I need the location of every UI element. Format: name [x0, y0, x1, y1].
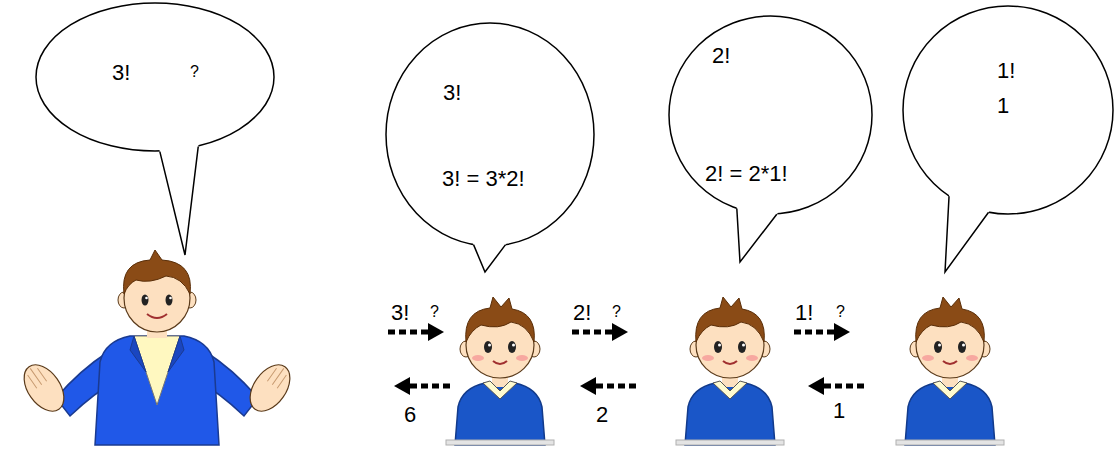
request-arrow — [572, 323, 628, 341]
bubble-outline — [668, 15, 873, 215]
reply-arrow — [394, 377, 450, 395]
arrow-label: 3! — [391, 302, 409, 324]
request-arrow — [794, 323, 850, 341]
bubble-text: 3! — [443, 82, 461, 104]
bubble-text: 1 — [997, 95, 1009, 117]
bubble-outline — [385, 22, 595, 247]
arrow-label: ? — [430, 304, 439, 320]
reply-arrow — [808, 377, 864, 395]
speech-bubble: 2! 2! = 2*1! — [668, 15, 873, 215]
speech-bubble: 3! 3! = 3*2! — [385, 22, 595, 247]
arrow-label: ? — [836, 304, 845, 320]
bubble-text: ? — [190, 64, 199, 80]
arrow-label: 1! — [795, 302, 813, 324]
speech-bubble: 1! 1 — [902, 5, 1114, 215]
speech-bubble: 3!? — [35, 2, 275, 152]
arrow-label: 2! — [573, 302, 591, 324]
bubble-text: 1! — [997, 60, 1015, 82]
request-arrow — [388, 323, 444, 341]
bubble-outline — [35, 2, 275, 152]
arrow-label: 2 — [596, 404, 608, 426]
reply-arrow — [580, 377, 636, 395]
student-figure — [896, 297, 1004, 445]
bubble-text: 2! — [712, 45, 730, 67]
arrow-label: ? — [612, 304, 621, 320]
bubble-text: 3! = 3*2! — [442, 168, 525, 190]
arrow-label: 6 — [404, 404, 416, 426]
bubble-text: 3! — [112, 62, 130, 84]
teacher-figure — [16, 250, 298, 445]
arrow-label: 1 — [833, 400, 845, 422]
student-figure — [676, 297, 784, 445]
bubble-text: 2! = 2*1! — [705, 163, 788, 185]
student-figure — [446, 297, 554, 445]
